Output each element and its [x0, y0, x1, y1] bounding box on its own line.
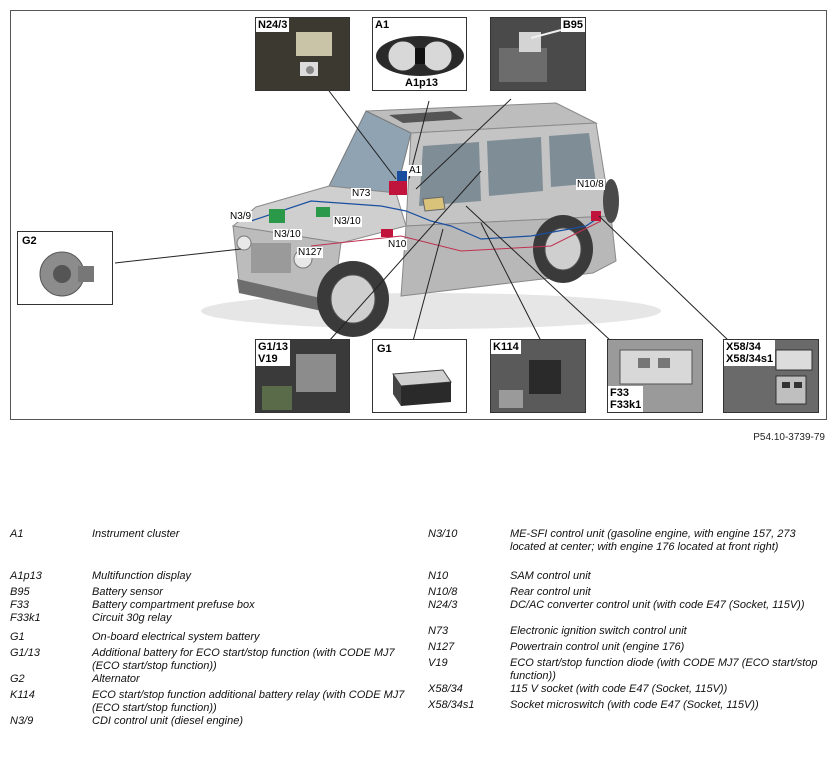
legend-entry: N24/3 DC/AC converter control unit (with …: [428, 599, 828, 625]
legend-description: SAM control unit: [510, 570, 591, 582]
leader-lines: [114, 82, 730, 342]
inset-a1-label: A1: [373, 18, 392, 32]
legend-code: A1: [10, 528, 24, 540]
inset-g2: G2: [17, 231, 113, 305]
legend-entry: X58/34s1 Socket microswitch (with code E4…: [428, 699, 828, 715]
legend-right-column: N3/10 ME-SFI control unit (gasoline engin…: [428, 528, 828, 715]
legend-description: Electronic ignition switch control unit: [510, 625, 687, 637]
inset-k114: K114: [490, 339, 586, 413]
legend-description: Rear control unit: [510, 586, 591, 598]
component-location-figure: N24/3 A1 A1p13 B95 G2: [10, 10, 827, 420]
callout-n3-10-center: N3/10: [333, 216, 362, 227]
legend-description: ME-SFI control unit (gasoline engine, wi…: [510, 528, 796, 553]
inset-g1-13-label: G1/13 V19: [256, 340, 290, 366]
inset-g2-label: G2: [20, 234, 39, 248]
legend-code: F33: [10, 599, 29, 611]
legend-entry: A1 Instrument cluster: [10, 528, 410, 570]
legend-code: N24/3: [428, 599, 458, 611]
inset-n24-3-label: N24/3: [256, 18, 290, 32]
legend-code: X58/34: [428, 683, 463, 695]
legend-entry: N127 Powertrain control unit (engine 176): [428, 641, 828, 657]
legend-code: N3/10: [428, 528, 458, 540]
legend-description: CDI control unit (diesel engine): [92, 715, 244, 727]
inset-k114-label: K114: [491, 340, 521, 354]
legend-description: Socket microswitch (with code E47 (Socke…: [510, 699, 759, 711]
vehicle-diagram: [114, 82, 730, 342]
inset-x58: X58/34 X58/34s1: [723, 339, 819, 413]
legend-entry: K114 ECO start/stop function additional b…: [10, 689, 410, 715]
legend-description: DC/AC converter control unit (with code …: [510, 599, 805, 611]
inset-f33-label: F33 F33k1: [608, 386, 644, 412]
legend-code: G1: [10, 631, 25, 643]
callout-a1: A1: [408, 165, 423, 176]
inset-f33: F33 F33k1: [607, 339, 703, 413]
inset-a1: A1 A1p13: [372, 17, 467, 91]
legend-entry: N10/8 Rear control unit: [428, 586, 828, 599]
legend-code: G1/13: [10, 647, 40, 659]
legend-code: A1p13: [10, 570, 42, 582]
inset-x58-label: X58/34 X58/34s1: [724, 340, 776, 366]
inset-g1-13: G1/13 V19: [255, 339, 350, 413]
legend-code: F33k1: [10, 612, 41, 624]
legend-code: N3/9: [10, 715, 34, 727]
legend-description: Battery compartment prefuse box: [92, 599, 255, 611]
legend-code: X58/34s1: [428, 699, 475, 711]
inset-n24-3: N24/3: [255, 17, 350, 91]
legend-entry: N73 Electronic ignition switch control un…: [428, 625, 828, 641]
callout-n127: N127: [297, 247, 323, 258]
legend-entry: N3/9 CDI control unit (diesel engine): [10, 715, 410, 731]
callout-n10: N10: [387, 239, 408, 250]
legend-entry: G1 On-board electrical system battery: [10, 631, 410, 647]
callout-n10-8: N10/8: [576, 179, 605, 190]
legend-description: Multifunction display: [92, 570, 192, 582]
inset-b95-label: B95: [560, 18, 585, 32]
legend-code: K114: [10, 689, 35, 701]
legend-code: G2: [10, 673, 25, 685]
legend-description: 115 V socket (with code E47 (Socket, 115…: [510, 683, 728, 695]
legend-code: N73: [428, 625, 449, 637]
legend-description: Additional battery for ECO start/stop fu…: [92, 647, 395, 672]
legend-code: B95: [10, 586, 30, 598]
inset-g1-label: G1: [375, 342, 394, 356]
legend-entry: N10 SAM control unit: [428, 570, 828, 586]
legend-code: N10: [428, 570, 449, 582]
inset-f33-photo: [608, 340, 702, 412]
legend-description: Powertrain control unit (engine 176): [510, 641, 685, 653]
figure-reference: P54.10-3739-79: [753, 432, 825, 443]
legend-code: N10/8: [428, 586, 458, 598]
legend-code: N127: [428, 641, 455, 653]
legend-description: ECO start/stop function additional batte…: [92, 689, 405, 714]
callout-n3-9: N3/9: [229, 211, 253, 222]
legend-entry: A1p13 Multifunction display: [10, 570, 410, 586]
legend-description: On-board electrical system battery: [92, 631, 260, 643]
legend-description: Instrument cluster: [92, 528, 180, 540]
legend-code: V19: [428, 657, 448, 669]
legend-description: ECO start/stop function diode (with CODE…: [510, 657, 818, 682]
legend-entry: F33 Battery compartment prefuse box: [10, 599, 410, 612]
legend-entry: B95 Battery sensor: [10, 586, 410, 599]
legend-entry: G2 Alternator: [10, 673, 410, 689]
inset-b95-photo: [491, 18, 585, 90]
legend-entry: X58/34 115 V socket (with code E47 (Socke…: [428, 683, 828, 699]
inset-b95: B95: [490, 17, 586, 91]
vehicle-illustration: [201, 102, 661, 337]
inset-g1: G1: [372, 339, 467, 413]
legend-description: Alternator: [92, 673, 140, 685]
legend-entry: G1/13 Additional battery for ECO start/st…: [10, 647, 410, 673]
legend-entry: F33k1 Circuit 30g relay: [10, 612, 410, 631]
legend-description: Circuit 30g relay: [92, 612, 172, 624]
legend-entry: V19 ECO start/stop function diode (with C…: [428, 657, 828, 683]
callout-n3-10-front: N3/10: [273, 229, 302, 240]
inset-a1p13-label: A1p13: [403, 76, 441, 90]
legend-description: Battery sensor: [92, 586, 163, 598]
callout-n73: N73: [351, 188, 372, 199]
legend-entry: N3/10 ME-SFI control unit (gasoline engin…: [428, 528, 828, 570]
